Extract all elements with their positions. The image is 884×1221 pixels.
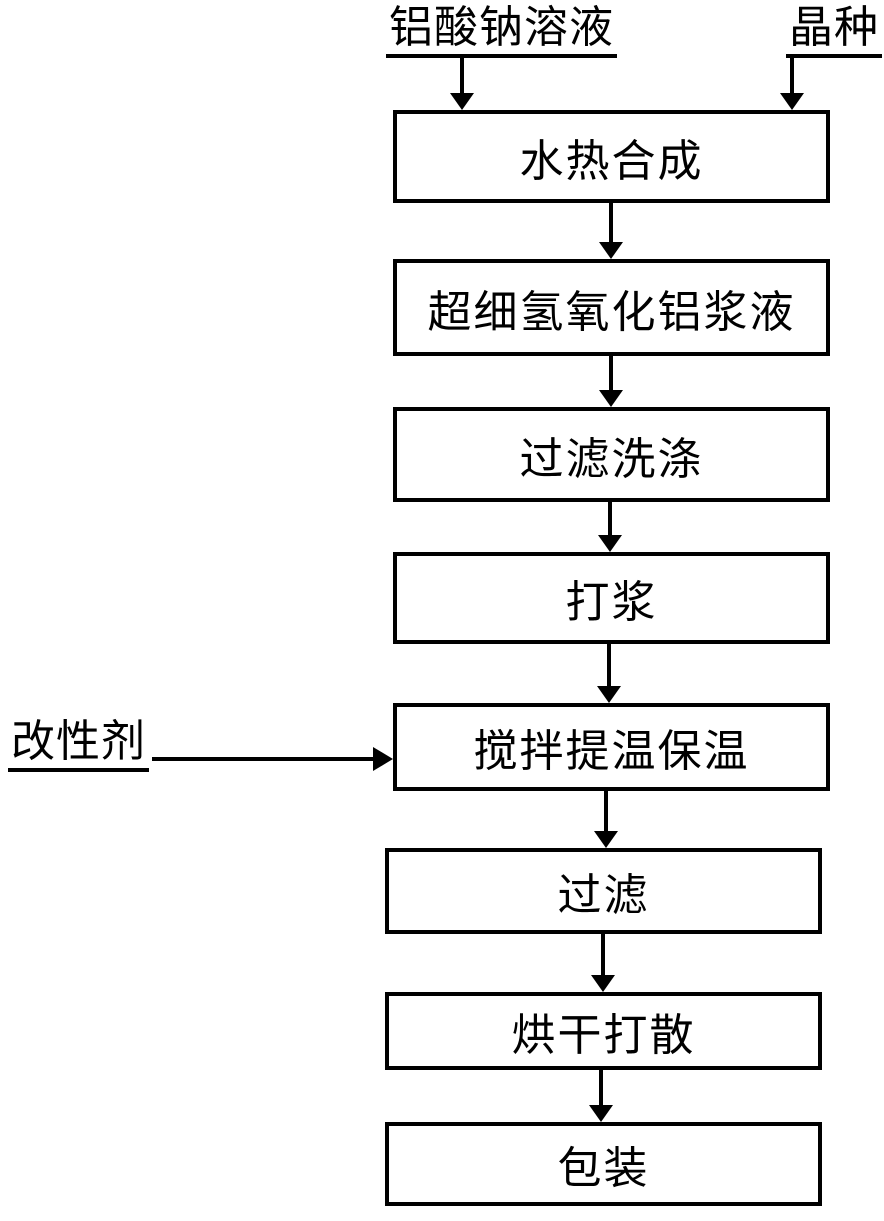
flow-box-filter-washing: 过滤洗涤: [393, 407, 830, 502]
flow-box-stir-heat-hold-temperature: 搅拌提温保温: [393, 703, 830, 791]
flow-box-hydrothermal-synthesis: 水热合成: [393, 110, 830, 203]
input-label-modifier: 改性剂: [8, 718, 149, 772]
flow-box-filtration: 过滤: [385, 848, 822, 934]
input-label-seed-crystal: 晶种: [786, 4, 882, 58]
flow-box-drying-dispersing: 烘干打散: [385, 992, 822, 1070]
flow-box-packaging: 包装: [385, 1122, 822, 1206]
input-label-sodium-aluminate-solution: 铝酸钠溶液: [386, 4, 617, 58]
flow-box-pulping: 打浆: [393, 552, 830, 644]
flow-box-ultrafine-aluminum-hydroxide-slurry: 超细氢氧化铝浆液: [393, 259, 830, 356]
